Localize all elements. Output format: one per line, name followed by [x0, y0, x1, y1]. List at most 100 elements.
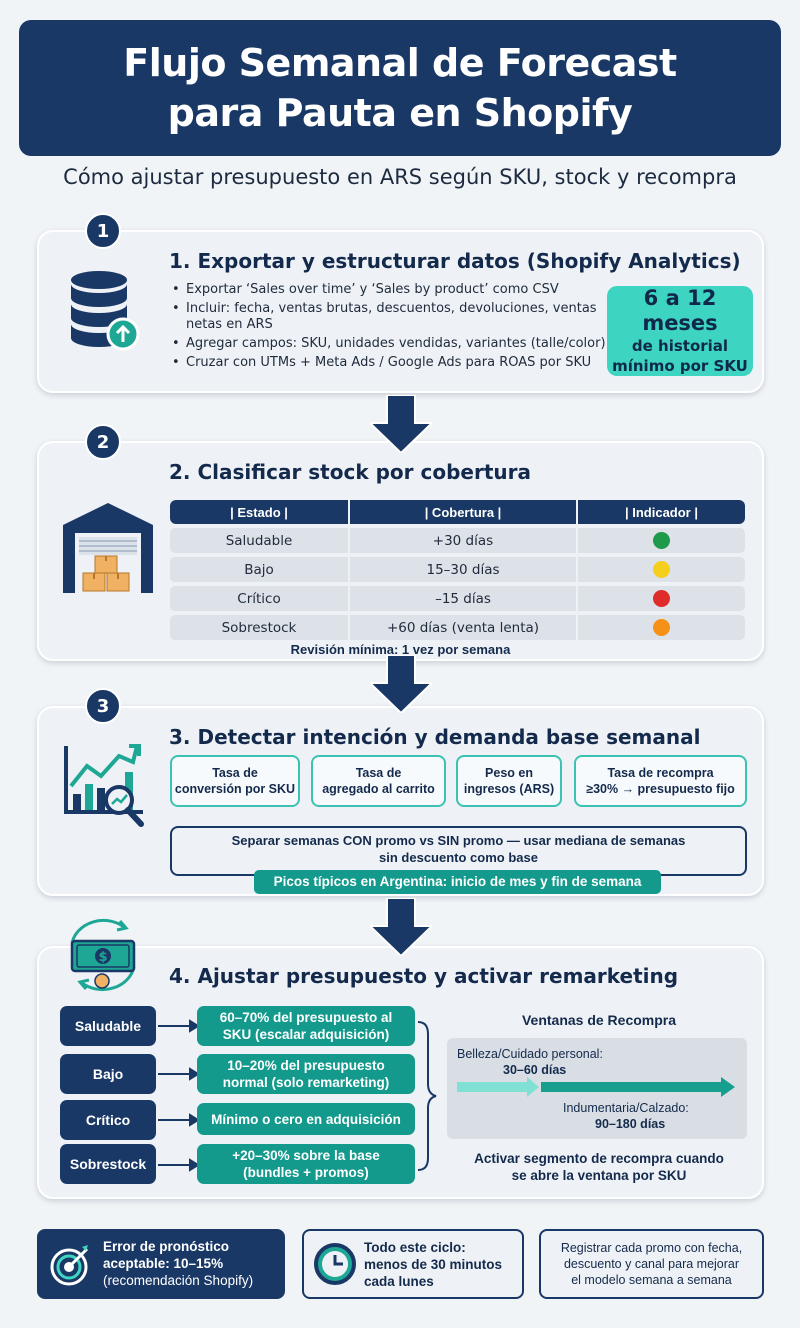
estado-cell: Crítico	[170, 586, 350, 611]
svg-text:$: $	[98, 950, 107, 965]
step-2-card: 2. Clasificar stock por cobertura | Esta…	[37, 441, 764, 661]
table-row: Bajo 15–30 días	[170, 557, 745, 582]
rebuy-cta-line2: se abre la ventana por SKU	[511, 1168, 687, 1183]
col-cobertura: | Cobertura |	[350, 500, 578, 524]
rebuy-apparel-days: 90–180 días	[595, 1117, 666, 1131]
indicator-cell	[578, 528, 745, 553]
budget-bajo: 10–20% del presupuesto normal (solo rema…	[197, 1054, 415, 1094]
state-critico: Crítico	[60, 1100, 156, 1140]
metric-line1: Tasa de	[212, 766, 258, 780]
flow-arrow-down-icon	[370, 395, 432, 453]
step-3-title: 3. Detectar intención y demanda base sem…	[169, 725, 701, 749]
cycle-time-box: Todo este ciclo: menos de 30 minutos cad…	[302, 1229, 524, 1299]
step-3-card: 3. Detectar intención y demanda base sem…	[37, 706, 764, 896]
growth-chart-icon	[63, 742, 153, 834]
log-line1: Registrar cada promo con fecha,	[560, 1241, 743, 1255]
step-1-badge: 1	[85, 213, 121, 249]
table-header-row: | Estado | | Cobertura | | Indicador |	[170, 500, 745, 524]
review-frequency: Revisión mínima: 1 vez por semana	[290, 642, 511, 657]
estado-cell: Sobrestock	[170, 615, 350, 640]
metric-line1: Peso en	[485, 766, 533, 780]
step-4-title: 4. Ajustar presupuesto y activar remarke…	[169, 964, 679, 988]
metric-add-to-cart: Tasa de agregado al carrito	[311, 755, 446, 807]
rebuy-cta-line1: Activar segmento de recompra cuando	[474, 1151, 724, 1166]
page-subtitle: Cómo ajustar presupuesto en ARS según SK…	[63, 165, 737, 189]
step-4-card: 4. Ajustar presupuesto y activar remarke…	[37, 946, 764, 1199]
promo-log-box: Registrar cada promo con fecha, descuent…	[539, 1229, 764, 1299]
metric-line2: agregado al carrito	[322, 782, 435, 796]
metric-conversion: Tasa de conversión por SKU	[170, 755, 300, 807]
cycle-line1: Todo este ciclo:	[364, 1240, 466, 1255]
log-line2: descuento y canal para mejorar	[563, 1257, 740, 1271]
list-item: Incluir: fecha, ventas brutas, descuento…	[172, 301, 612, 333]
budget-sobrestock: +20–30% sobre la base (bundles + promos)	[197, 1144, 415, 1184]
cobertura-cell: +60 días (venta lenta)	[350, 615, 578, 640]
red-status-dot	[653, 590, 670, 607]
page-title-line1: Flujo Semanal de Forecast	[123, 41, 677, 85]
rebuy-beauty-label: Belleza/Cuidado personal:	[457, 1047, 603, 1061]
list-item: Cruzar con UTMs + Meta Ads / Google Ads …	[172, 355, 612, 371]
metric-line1: Tasa de recompra	[607, 766, 714, 780]
connector-arrows	[158, 1019, 437, 1172]
rebuy-beauty-days: 30–60 días	[503, 1063, 567, 1077]
page-title-line2: para Pauta en Shopify	[167, 91, 633, 135]
green-status-dot	[653, 532, 670, 549]
metric-line2: ≥30% → presupuesto fijo	[586, 782, 735, 796]
budget-line2: (bundles + promos)	[243, 1165, 369, 1180]
target-icon	[49, 1243, 93, 1287]
indicator-cell	[578, 615, 745, 640]
metric-repurchase: Tasa de recompra ≥30% → presupuesto fijo	[574, 755, 747, 807]
budget-line2: SKU (escalar adquisición)	[222, 1027, 390, 1042]
estado-cell: Saludable	[170, 528, 350, 553]
rebuy-apparel-label: Indumentaria/Calzado:	[563, 1101, 689, 1115]
state-sobrestock: Sobrestock	[60, 1144, 156, 1184]
budget-saludable: 60–70% del presupuesto al SKU (escalar a…	[197, 1006, 415, 1046]
stock-table: | Estado | | Cobertura | | Indicador | S…	[170, 496, 745, 644]
promo-separation-note: Separar semanas CON promo vs SIN promo —…	[170, 826, 747, 876]
history-months: 6 a 12 meses	[642, 286, 718, 335]
rebuy-cta: Activar segmento de recompra cuando se a…	[449, 1150, 749, 1184]
table-row: Sobrestock +60 días (venta lenta)	[170, 615, 745, 640]
forecast-error-box: Error de pronóstico aceptable: 10–15% (r…	[37, 1229, 285, 1299]
metric-line2: ingresos (ARS)	[463, 782, 555, 796]
step-1-bullets: Exportar ‘Sales over time’ y ‘Sales by p…	[172, 282, 612, 374]
table-row: Crítico –15 días	[170, 586, 745, 611]
history-line2: de historial	[631, 337, 729, 355]
estado-cell: Bajo	[170, 557, 350, 582]
database-upload-icon	[65, 270, 145, 354]
budget-line2: normal (solo remarketing)	[222, 1075, 390, 1090]
list-item: Exportar ‘Sales over time’ y ‘Sales by p…	[172, 282, 612, 298]
error-line3: (recomendación Shopify)	[103, 1273, 254, 1288]
separation-line2: sin descuento como base	[379, 850, 538, 865]
error-line2: aceptable: 10–15%	[103, 1256, 224, 1271]
step-2-badge: 2	[85, 424, 121, 460]
separation-line1: Separar semanas CON promo vs SIN promo —…	[231, 833, 686, 848]
error-line1: Error de pronóstico	[103, 1239, 230, 1254]
cycle-line3: cada lunes	[364, 1274, 434, 1289]
history-line3: mínimo por SKU	[612, 357, 748, 375]
state-saludable: Saludable	[60, 1006, 156, 1046]
budget-line1: Mínimo o cero en adquisición	[211, 1111, 401, 1127]
metric-revenue-weight: Peso en ingresos (ARS)	[456, 755, 562, 807]
step-3-badge: 3	[85, 688, 121, 724]
rebuy-title: Ventanas de Recompra	[521, 1012, 677, 1028]
log-line3: el modelo semana a semana	[571, 1273, 732, 1287]
budget-critico: Mínimo o cero en adquisición	[197, 1103, 415, 1135]
orange-status-dot	[653, 619, 670, 636]
metric-line1: Tasa de	[355, 766, 402, 780]
step-1-title: 1. Exportar y estructurar datos (Shopify…	[169, 249, 741, 273]
clock-icon	[313, 1242, 357, 1286]
metric-line2: conversión por SKU	[174, 782, 296, 796]
rebuy-windows: Belleza/Cuidado personal: 30–60 días Ind…	[447, 1038, 747, 1139]
col-indicador: | Indicador |	[578, 500, 745, 524]
cobertura-cell: –15 días	[350, 586, 578, 611]
col-estado: | Estado |	[170, 500, 350, 524]
title-banner: Flujo Semanal de Forecast para Pauta en …	[19, 20, 781, 156]
peaks-banner: Picos típicos en Argentina: inicio de me…	[254, 870, 661, 894]
yellow-status-dot	[653, 561, 670, 578]
list-item: Agregar campos: SKU, unidades vendidas, …	[172, 336, 612, 352]
step-2-title: 2. Clasificar stock por cobertura	[169, 460, 531, 484]
cobertura-cell: +30 días	[350, 528, 578, 553]
budget-line1: 60–70% del presupuesto al	[219, 1010, 393, 1025]
budget-line1: +20–30% sobre la base	[232, 1148, 380, 1163]
